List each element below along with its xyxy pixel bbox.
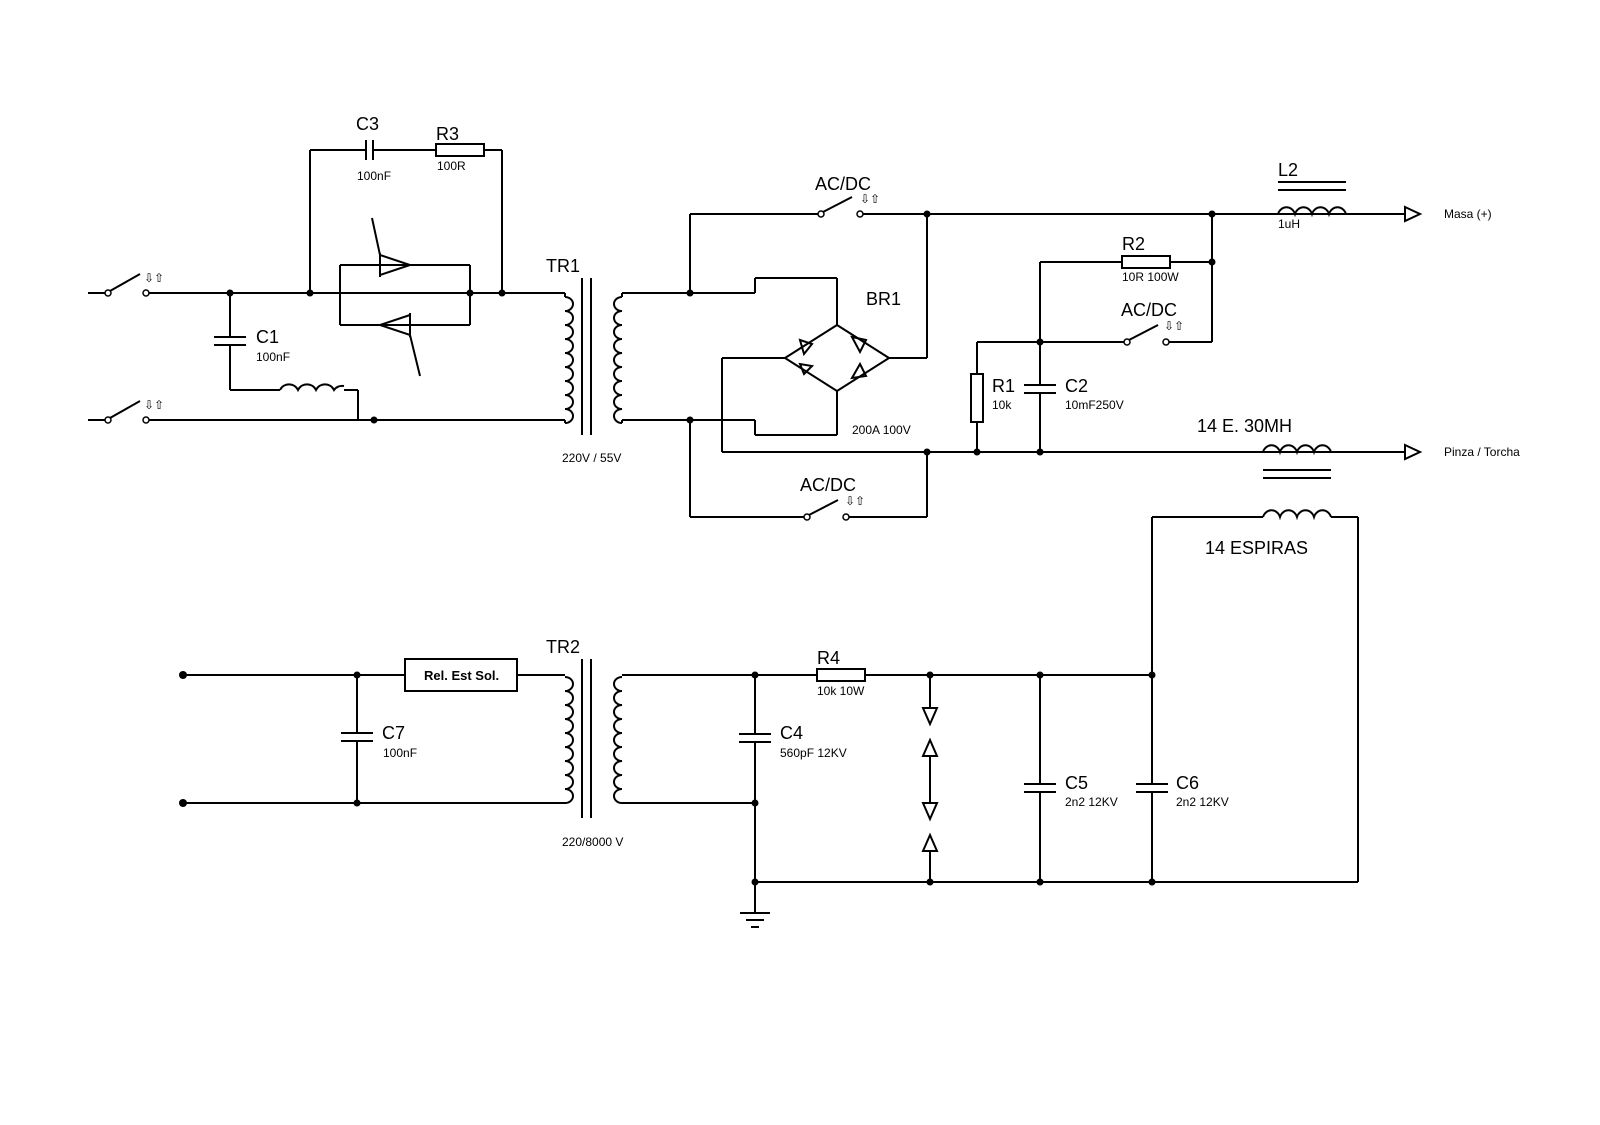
tr1-label: TR1 xyxy=(546,256,580,276)
r4-label: R4 xyxy=(817,648,840,668)
switch-acdc-top-label: AC/DC xyxy=(815,174,871,194)
masa-terminal-label: Masa (+) xyxy=(1444,207,1492,221)
r2-value: 10R 100W xyxy=(1122,270,1179,284)
br1-label: BR1 xyxy=(866,289,901,309)
r3-value: 100R xyxy=(437,159,466,173)
capacitor-c7 xyxy=(341,675,373,803)
transformer-tr2 xyxy=(564,659,623,818)
c6-value: 2n2 12KV xyxy=(1176,795,1229,809)
c5-value: 2n2 12KV xyxy=(1065,795,1118,809)
switch-symbol-2: ⇩⇧ xyxy=(144,398,164,412)
input-inductor xyxy=(279,383,345,393)
c2-value: 10mF250V xyxy=(1065,398,1124,412)
switch-symbol-3: ⇩⇧ xyxy=(860,192,880,206)
r1-value: 10k xyxy=(992,398,1012,412)
switch-symbol-5: ⇩⇧ xyxy=(1164,319,1184,333)
tr2-label: TR2 xyxy=(546,637,580,657)
relay-label: Rel. Est Sol. xyxy=(424,668,499,683)
switch-symbol-1: ⇩⇧ xyxy=(144,271,164,285)
capacitor-c6 xyxy=(1136,675,1168,882)
hf-coil-secondary-label: 14 ESPIRAS xyxy=(1205,538,1308,558)
spark-gap xyxy=(921,675,939,882)
switch-symbol-4: ⇩⇧ xyxy=(845,494,865,508)
c1-value: 100nF xyxy=(256,350,290,364)
masa-terminal-icon xyxy=(1404,205,1423,223)
tr2-value: 220/8000 V xyxy=(562,835,623,849)
capacitor-c4 xyxy=(739,675,771,912)
switch-acdc-mid-label: AC/DC xyxy=(1121,300,1177,320)
hf-coil-label: 14 E. 30MH xyxy=(1197,416,1292,436)
bridge-rectifier-br1 xyxy=(721,214,928,452)
capacitor-c5 xyxy=(1024,675,1056,882)
r1-label: R1 xyxy=(992,376,1015,396)
ground-icon xyxy=(740,912,770,928)
pinza-terminal-label: Pinza / Torcha xyxy=(1444,445,1520,459)
l2-value: 1uH xyxy=(1278,217,1300,231)
c7-label: C7 xyxy=(382,723,405,743)
pinza-terminal-icon xyxy=(1404,443,1423,461)
triac-pair xyxy=(339,217,471,377)
r4-value: 10k 10W xyxy=(817,684,865,698)
br1-value: 200A 100V xyxy=(852,423,911,437)
l2-label: L2 xyxy=(1278,160,1298,180)
c7-value: 100nF xyxy=(383,746,417,760)
resistor-r2 xyxy=(1040,214,1213,342)
c4-label: C4 xyxy=(780,723,803,743)
c2-label: C2 xyxy=(1065,376,1088,396)
snubber-branch xyxy=(309,140,503,293)
resistor-r4 xyxy=(816,668,866,682)
capacitor-c1 xyxy=(214,293,280,391)
tr1-value: 220V / 55V xyxy=(562,451,621,465)
resistor-r1 xyxy=(970,341,1040,452)
transformer-tr1 xyxy=(564,278,623,435)
mains-switch-top xyxy=(88,273,228,297)
c3-label: C3 xyxy=(356,114,379,134)
switch-acdc-bot-label: AC/DC xyxy=(800,475,856,495)
hf-coupling-coil xyxy=(1151,444,1359,882)
c1-label: C1 xyxy=(256,327,279,347)
inductor-l2 xyxy=(1277,181,1347,218)
capacitor-c2 xyxy=(1024,262,1056,452)
r2-label: R2 xyxy=(1122,234,1145,254)
c6-label: C6 xyxy=(1176,773,1199,793)
c5-label: C5 xyxy=(1065,773,1088,793)
c4-value: 560pF 12KV xyxy=(780,746,847,760)
r3-label: R3 xyxy=(436,124,459,144)
c3-value: 100nF xyxy=(357,169,391,183)
